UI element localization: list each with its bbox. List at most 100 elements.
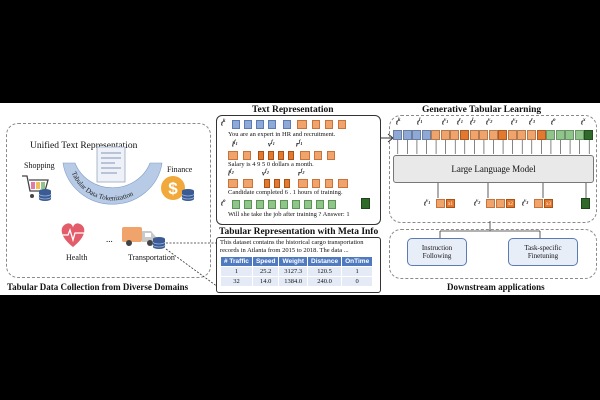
token bbox=[280, 200, 288, 209]
token bbox=[283, 120, 291, 129]
finance-dollar-icon: $ bbox=[161, 176, 185, 200]
meta-title: Tabular Representation with Meta Info bbox=[219, 227, 379, 237]
downstream-title: Downstream applications bbox=[447, 282, 545, 292]
strip-token bbox=[536, 130, 546, 140]
strip-token bbox=[393, 130, 402, 140]
text-rep-title: Text Representation bbox=[252, 105, 334, 115]
token bbox=[268, 151, 274, 160]
col-header: Weight bbox=[278, 256, 308, 267]
col-header: Distance bbox=[306, 256, 343, 267]
strip-token bbox=[517, 130, 527, 140]
col-header: OnTime bbox=[341, 256, 374, 267]
strip-token bbox=[584, 130, 594, 140]
gen-sym-tv1: tv1 bbox=[442, 118, 449, 127]
token bbox=[304, 200, 312, 209]
strip-token bbox=[565, 130, 575, 140]
table-cell: 240.0 bbox=[306, 276, 343, 287]
sym-l-f2: lf2 bbox=[228, 169, 234, 178]
sym-r-f1: rf1 bbox=[296, 140, 303, 149]
token bbox=[232, 120, 240, 129]
out-token-x2: x2 bbox=[506, 199, 515, 208]
token bbox=[298, 179, 308, 188]
shopping-cart-icon bbox=[22, 175, 49, 198]
label-shopping: Shopping bbox=[24, 161, 55, 170]
token bbox=[244, 200, 252, 209]
strip-token bbox=[555, 130, 565, 140]
token bbox=[256, 200, 264, 209]
out-sym-v3: tv3 bbox=[522, 199, 529, 208]
meta-table: # Traffic Speed Weight Distance OnTime 1… bbox=[220, 256, 374, 287]
col-header: Speed bbox=[251, 256, 280, 267]
table-cell: 1384.0 bbox=[278, 276, 308, 287]
token bbox=[228, 179, 238, 188]
sym-l-f1: lf1 bbox=[232, 140, 238, 149]
downstream-panel bbox=[389, 229, 597, 279]
gen-sym-to: to bbox=[551, 118, 556, 127]
table-cell: 25.2 bbox=[251, 266, 280, 277]
out-sym-v2: tv2 bbox=[474, 199, 481, 208]
gen-sym-tk: tk bbox=[396, 118, 401, 127]
label-health: Health bbox=[66, 253, 88, 262]
connector-lines bbox=[165, 242, 219, 288]
database-icon-shopping bbox=[38, 189, 52, 201]
token bbox=[232, 200, 240, 209]
meta-desc-line1: This dataset contains the historical car… bbox=[220, 239, 364, 246]
out-sym-v1: tv1 bbox=[424, 199, 431, 208]
col-header: # Traffic bbox=[220, 256, 253, 267]
svg-text:$: $ bbox=[168, 179, 178, 198]
sym-r-f2: rf2 bbox=[298, 169, 305, 178]
health-heart-icon bbox=[61, 223, 85, 247]
token bbox=[243, 179, 253, 188]
token bbox=[314, 151, 322, 160]
table-cell: 32 bbox=[220, 276, 253, 287]
gen-sym-tv2: tv2 bbox=[486, 118, 493, 127]
token bbox=[325, 179, 333, 188]
database-icon-finance bbox=[181, 189, 195, 201]
table-row: 1 25.2 3127.3 120.5 1 bbox=[220, 266, 374, 277]
sym-tk: tk bbox=[221, 119, 226, 128]
out-token-x1: x1 bbox=[446, 199, 455, 208]
token bbox=[325, 120, 333, 129]
token bbox=[258, 151, 264, 160]
strip-token bbox=[546, 130, 556, 140]
table-cell: 3127.3 bbox=[278, 266, 308, 277]
table-cell: 0 bbox=[341, 276, 374, 287]
token bbox=[338, 120, 346, 129]
gen-title: Generative Tabular Learning bbox=[422, 105, 542, 115]
strip-token bbox=[412, 130, 422, 140]
meta-desc-line2: records in Atlanta from 2015 to 2018. Th… bbox=[220, 247, 349, 254]
token bbox=[264, 179, 270, 188]
label-finance: Finance bbox=[167, 165, 193, 174]
llm-box: Large Language Model bbox=[393, 155, 594, 183]
sym-v-f1: vf1 bbox=[268, 140, 275, 149]
gen-sym-tx: tx bbox=[581, 118, 586, 127]
strip-token bbox=[450, 130, 460, 140]
strip-token bbox=[507, 130, 517, 140]
sentence-2: Salary is 4 9 5 0 dollars a month. bbox=[228, 161, 314, 168]
table-cell: 120.5 bbox=[306, 266, 343, 277]
gen-panel bbox=[389, 115, 597, 223]
downstream-connector bbox=[439, 221, 541, 238]
table-cell: 14.0 bbox=[251, 276, 280, 287]
strip-token bbox=[402, 130, 412, 140]
table-cell: 1 bbox=[220, 266, 253, 277]
transportation-truck-icon bbox=[122, 227, 156, 246]
token bbox=[288, 151, 294, 160]
gen-sym-tl2: tl2 bbox=[470, 118, 476, 127]
table-cell: 1 bbox=[341, 266, 374, 277]
gen-sym-tr3: tr3 bbox=[529, 118, 535, 127]
strip-token bbox=[460, 130, 469, 140]
token bbox=[274, 179, 280, 188]
token bbox=[243, 151, 251, 160]
token bbox=[284, 179, 290, 188]
token bbox=[244, 120, 252, 129]
answer-token bbox=[361, 198, 370, 209]
domain-collection-panel bbox=[6, 123, 211, 278]
out-token-v2a bbox=[486, 199, 495, 208]
token bbox=[278, 151, 284, 160]
output-arrows bbox=[437, 183, 587, 198]
app-instruction-following: Instruction Following bbox=[407, 238, 467, 266]
sentence-3: Candidate completed 6 . 1 hours of train… bbox=[228, 189, 343, 196]
strip-token bbox=[498, 130, 508, 140]
sym-to: to bbox=[221, 199, 226, 208]
